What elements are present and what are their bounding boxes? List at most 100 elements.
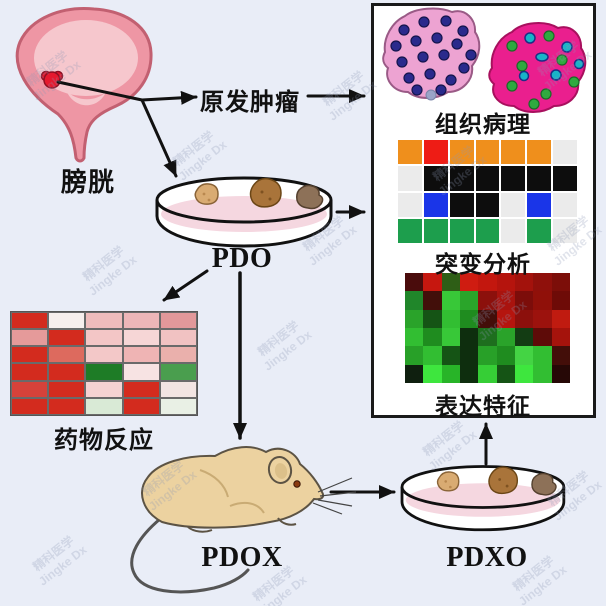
expression_grid-cell	[423, 309, 442, 328]
mutation_grid-cell	[501, 192, 526, 217]
expression-profile-label: 表达特征	[435, 393, 531, 419]
pdxo-label: PDXO	[446, 542, 528, 573]
drug_grid-cell	[48, 346, 86, 364]
mutation_grid-cell	[449, 140, 474, 165]
expression_grid-cell	[405, 309, 424, 328]
expression_grid-cell	[405, 273, 424, 292]
expression_grid-cell	[423, 364, 442, 383]
pdo-dish	[155, 176, 333, 248]
mutation_grid-cell	[475, 166, 500, 191]
mouse-ear	[267, 456, 293, 484]
organoid-brown	[249, 177, 282, 208]
organoid-speckle	[202, 192, 206, 196]
expression_grid-cell	[405, 327, 424, 347]
bladder-wall	[15, 7, 153, 163]
mutation_grid-cell	[553, 192, 577, 217]
drug_grid-cell	[159, 380, 197, 398]
expression_grid-cell	[478, 346, 497, 365]
drug_grid-cell	[85, 329, 123, 347]
drug_grid-cell	[159, 363, 197, 381]
mouse-haunch-line	[229, 501, 265, 514]
expression_grid-cell	[460, 327, 479, 347]
mutation-analysis-label: 突变分析	[435, 251, 531, 277]
mutation_grid-cell	[423, 140, 448, 165]
drug_grid-cell	[85, 312, 123, 330]
dish-rim	[155, 176, 333, 224]
mutation_grid-cell	[527, 218, 552, 243]
expression_grid-cell	[460, 346, 479, 365]
expression_grid-cell	[423, 291, 442, 310]
expression-heatmap	[405, 273, 570, 383]
expression_grid-cell	[478, 309, 497, 328]
expression_grid-cell	[515, 364, 534, 383]
expression_grid-cell	[533, 273, 552, 292]
expression_grid-cell	[423, 346, 442, 365]
drug-response-label: 药物反应	[54, 427, 154, 454]
dish-body	[155, 200, 333, 248]
drug_grid-cell	[11, 397, 49, 415]
mutation_grid-cell	[398, 140, 422, 165]
expression_grid-cell	[515, 327, 534, 347]
pdo-label: PDO	[211, 243, 273, 274]
expression_grid-cell	[496, 346, 515, 365]
bladder-neck	[66, 90, 106, 106]
expression_grid-cell	[551, 291, 570, 310]
expression_grid-cell	[478, 273, 497, 292]
mutation_grid-cell	[398, 218, 422, 243]
drug_grid-cell	[11, 363, 49, 381]
expression_grid-cell	[478, 364, 497, 383]
expression_grid-cell	[533, 364, 552, 383]
mutation_grid-cell	[423, 192, 448, 217]
mouse-body	[141, 446, 325, 529]
mutation_grid-cell	[553, 140, 577, 165]
drug_grid-cell	[122, 380, 160, 398]
bladder-lumen	[34, 20, 138, 96]
drug_grid-cell	[11, 380, 49, 398]
watermark: 精科医学 Jingke Dx	[170, 128, 230, 184]
expression_grid-cell	[405, 291, 424, 310]
arrow-pdo-to-drug-response	[162, 269, 209, 302]
expression_grid-cell	[478, 291, 497, 310]
mutation_grid-cell	[553, 218, 577, 243]
mouse-inner-ear	[274, 463, 288, 479]
expression_grid-cell	[515, 346, 534, 365]
primary-tumor-label: 原发肿瘤	[200, 89, 300, 116]
mutation-heatmap	[398, 140, 577, 243]
expression_grid-cell	[423, 273, 442, 292]
arrow-bladder-to-pdo	[140, 98, 178, 178]
expression_grid-cell	[496, 273, 515, 292]
organoid-tan	[194, 183, 219, 205]
mouse-shoulder-line	[199, 469, 229, 498]
organoid-speckle	[260, 190, 264, 194]
drug_grid-cell	[159, 312, 197, 330]
drug_grid-cell	[122, 329, 160, 347]
drug_grid-cell	[159, 346, 197, 364]
expression_grid-cell	[441, 273, 460, 292]
expression_grid-cell	[533, 346, 552, 365]
pdxo-dish	[400, 465, 566, 532]
watermark: 精科医学 Jingke Dx	[545, 468, 605, 524]
drug_grid-cell	[11, 346, 49, 364]
organoid-gray-brown	[296, 184, 324, 210]
mutation_grid-cell	[449, 218, 474, 243]
watermark: 精科医学 Jingke Dx	[30, 533, 90, 589]
mutation_grid-cell	[475, 140, 500, 165]
watermark: 精科医学 Jingke Dx	[255, 318, 315, 374]
expression_grid-cell	[441, 346, 460, 365]
drug_grid-cell	[85, 397, 123, 415]
expression_grid-cell	[551, 273, 570, 292]
expression_grid-cell	[551, 346, 570, 365]
drug-response-heatmap	[10, 311, 198, 416]
dish-opening	[157, 178, 331, 222]
expression_grid-cell	[478, 327, 497, 347]
histopathology-label: 组织病理	[435, 111, 531, 137]
bladder-label: 膀胱	[60, 167, 116, 197]
expression_grid-cell	[441, 309, 460, 328]
organoid-speckle	[207, 198, 211, 202]
expression_grid-cell	[515, 291, 534, 310]
mutation_grid-cell	[449, 192, 474, 217]
drug_grid-cell	[85, 380, 123, 398]
mutation_grid-cell	[449, 166, 474, 191]
mutation_grid-cell	[527, 166, 552, 191]
